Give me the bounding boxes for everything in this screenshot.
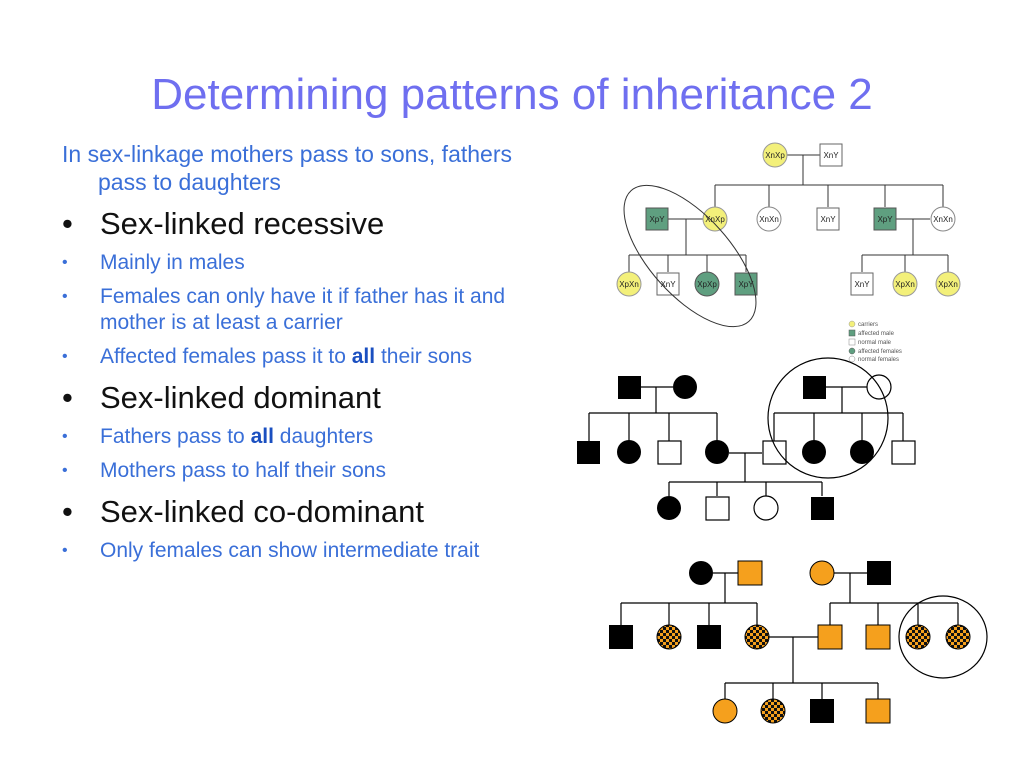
legend-affected-male-marker (848, 329, 856, 337)
black-female-symbol (689, 561, 713, 585)
affected-female-symbol (673, 375, 697, 399)
heading-sex-linked-recessive: Sex-linked recessive (62, 206, 562, 242)
normal-male-symbol (762, 440, 787, 465)
genotype-label: XnXn (933, 215, 953, 224)
intro-text: In sex-linkage mothers pass to sons, fat… (62, 141, 512, 195)
affected-male-symbol (645, 207, 669, 231)
normal-male-symbol (891, 440, 916, 465)
genotype-label: XnY (660, 280, 676, 289)
orange-male-symbol (817, 624, 843, 650)
affected-female-symbol (802, 440, 826, 464)
legend-label: affected females (858, 349, 902, 355)
bullet-text-pre: Affected females pass it to (100, 345, 352, 368)
bullet-text-pre: Fathers pass to (100, 425, 251, 448)
intermediate-female-symbol (760, 698, 786, 724)
legend-normal-female-marker (848, 355, 856, 363)
carrier-female-symbol (935, 271, 961, 297)
black-male-symbol (810, 699, 834, 723)
affected-male-symbol (618, 376, 641, 399)
legend-label: normal females (858, 357, 899, 363)
normal-male-symbol (819, 143, 843, 167)
intermediate-female-symbol (656, 624, 682, 650)
legend-label: normal male (858, 340, 892, 346)
bullet-females-condition: Females can only have it if father has i… (62, 284, 562, 336)
highlight-ellipse (623, 184, 757, 328)
legend-affected-female-marker (848, 347, 856, 355)
highlight-circle (767, 357, 889, 479)
genotype-label: XpXn (619, 280, 639, 289)
affected-female-symbol (705, 440, 729, 464)
carrier-female-symbol (762, 142, 788, 168)
legend-label: carriers (858, 322, 878, 328)
carrier-female-symbol (892, 271, 918, 297)
pedigree-codominant (620, 572, 959, 699)
bullet-mainly-males: Mainly in males (62, 250, 562, 276)
genotype-label: XpY (877, 215, 893, 224)
orange-male-symbol (865, 698, 891, 724)
affected-female-symbol (657, 496, 681, 520)
genotype-label: XnY (823, 151, 839, 160)
affected-male-symbol (811, 497, 834, 520)
bullet-text-post: daughters (273, 425, 374, 448)
affected-female-symbol (617, 440, 641, 464)
affected-female-symbol (850, 440, 874, 464)
bullet-only-females: Only females can show intermediate trait (62, 538, 562, 564)
genotype-label: XnY (820, 215, 836, 224)
normal-female-symbol (756, 206, 782, 232)
black-male-symbol (697, 625, 721, 649)
affected-male-symbol (577, 441, 600, 464)
genotype-label: XnXp (765, 151, 785, 160)
genotype-label: XnXp (705, 215, 725, 224)
heading-sex-linked-dominant: Sex-linked dominant (62, 380, 562, 416)
genotype-label: XpXn (938, 280, 958, 289)
carrier-female-symbol (702, 206, 728, 232)
bullet-text-bold: all (351, 345, 376, 368)
affected-male-symbol (873, 207, 897, 231)
bullet-text-post: their sons (375, 345, 472, 368)
black-male-symbol (609, 625, 633, 649)
legend-label: affected male (858, 331, 895, 337)
orange-female-symbol (809, 560, 835, 586)
bullet-affected-females: Affected females pass it to all their so… (62, 344, 562, 370)
genotype-label: XpXp (697, 280, 717, 289)
heading-sex-linked-codominant: Sex-linked co-dominant (62, 494, 562, 530)
genotype-label: XpY (649, 215, 665, 224)
intermediate-female-symbol (945, 624, 971, 650)
pedigree-recessive (628, 154, 949, 272)
orange-male-symbol (865, 624, 891, 650)
highlight-circle (898, 595, 988, 679)
orange-female-symbol (712, 698, 738, 724)
legend-carrier-marker (848, 320, 856, 328)
genotype-label: XpY (738, 280, 754, 289)
carrier-female-symbol (616, 271, 642, 297)
pedigree-legend: carriers affected male normal male affec… (848, 320, 902, 363)
normal-male-symbol (657, 440, 682, 465)
genotype-label: XpXn (895, 280, 915, 289)
affected-male-symbol (803, 376, 826, 399)
normal-male-symbol (816, 207, 840, 231)
bullet-text-bold: all (250, 425, 274, 448)
normal-female-symbol (930, 206, 956, 232)
slide-title: Determining patterns of inheritance 2 (151, 70, 873, 119)
affected-female-symbol (694, 271, 720, 297)
intermediate-female-symbol (905, 624, 931, 650)
normal-female-symbol (753, 495, 779, 521)
normal-male-symbol (705, 496, 730, 521)
black-male-symbol (867, 561, 891, 585)
bullet-fathers-pass: Fathers pass to all daughters (62, 424, 562, 450)
normal-male-symbol (656, 272, 680, 296)
intermediate-female-symbol (744, 624, 770, 650)
genotype-label: XnXn (759, 215, 779, 224)
orange-male-symbol (737, 560, 763, 586)
genotype-label: XnY (854, 280, 870, 289)
legend-normal-male-marker (848, 338, 856, 346)
bullet-mothers-pass: Mothers pass to half their sons (62, 458, 562, 484)
bullet-content: In sex-linkage mothers pass to sons, fat… (62, 140, 562, 564)
normal-male-symbol (850, 272, 874, 296)
pedigree-dominant (588, 386, 904, 496)
